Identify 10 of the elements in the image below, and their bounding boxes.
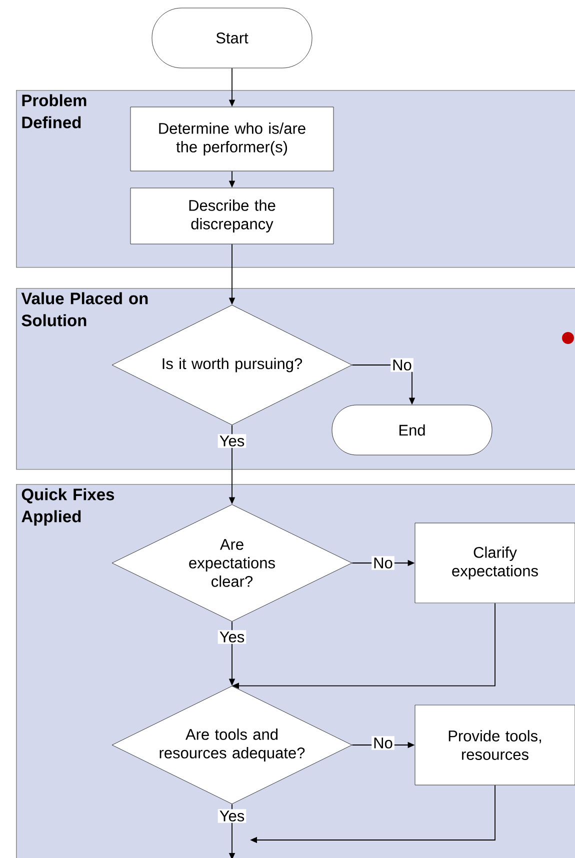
edge-label: Yes [218,809,246,823]
edge-label: Yes [218,630,246,644]
edge-label: Yes [218,434,246,448]
process-box: Determine who is/are the performer(s) [130,106,334,172]
process-box: Describe the discrepancy [130,188,334,244]
edge-label: No [372,556,394,570]
edge-label: No [390,358,414,372]
process-box: Clarify expectations [414,522,575,604]
edge-label: No [372,736,394,750]
process-box: Provide tools, resources [414,704,575,786]
